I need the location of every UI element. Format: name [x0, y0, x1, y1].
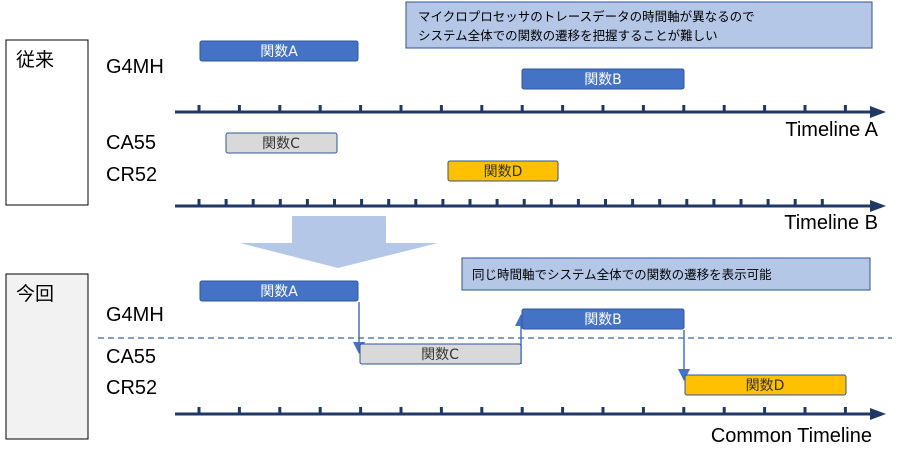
timeline-b-axis: Timeline B — [175, 199, 886, 234]
transition-arrow — [240, 216, 438, 268]
function-box-a-before: 関数A — [199, 40, 359, 62]
timeline-a-axis: Timeline A — [175, 105, 886, 141]
function-d-label-before: 関数D — [484, 164, 523, 180]
note-before-line2: システム全体での関数の遷移を把握することが難しい — [418, 28, 718, 43]
function-box-c-before: 関数C — [225, 132, 338, 154]
function-c-label-before: 関数C — [262, 136, 300, 152]
section-now-label: 今回 — [16, 283, 54, 305]
core-label-ca55-now: CA55 — [106, 346, 156, 368]
timeline-b-label: Timeline B — [784, 212, 878, 234]
function-box-b-before: 関数B — [521, 68, 685, 90]
function-box-b-now: 関数B — [521, 308, 685, 330]
note-now-text: 同じ時間軸でシステム全体での関数の遷移を表示可能 — [472, 267, 772, 282]
function-b-label-before: 関数B — [584, 72, 622, 88]
function-a-label-now: 関数A — [260, 284, 298, 300]
function-box-d-before: 関数D — [447, 160, 559, 182]
section-before-box: 従来 — [5, 39, 89, 206]
timeline-a-label: Timeline A — [785, 119, 878, 141]
function-b-label-now: 関数B — [584, 312, 622, 328]
function-a-label-before: 関数A — [260, 44, 298, 60]
function-c-label-now: 関数C — [421, 347, 459, 363]
function-box-c-now: 関数C — [359, 343, 522, 365]
note-now: 同じ時間軸でシステム全体での関数の遷移を表示可能 — [461, 257, 871, 291]
section-now-box: 今回 — [5, 273, 89, 440]
core-label-cr52-before: CR52 — [106, 164, 157, 186]
timeline-common-axis: Common Timeline — [175, 407, 886, 447]
note-before-line1: マイクロプロセッサのトレースデータの時間軸が異なるので — [418, 9, 755, 24]
function-box-d-now: 関数D — [684, 374, 847, 396]
core-label-g4mh-before: G4MH — [106, 56, 164, 78]
core-label-ca55-before: CA55 — [106, 132, 156, 154]
section-before-label: 従来 — [16, 49, 54, 71]
note-before: マイクロプロセッサのトレースデータの時間軸が異なるので システム全体での関数の遷… — [405, 1, 873, 49]
function-d-label-now: 関数D — [746, 378, 785, 394]
core-label-cr52-now: CR52 — [106, 377, 157, 399]
timeline-common-label: Common Timeline — [711, 425, 872, 447]
core-label-g4mh-now: G4MH — [106, 304, 164, 326]
function-box-a-now: 関数A — [199, 280, 359, 302]
